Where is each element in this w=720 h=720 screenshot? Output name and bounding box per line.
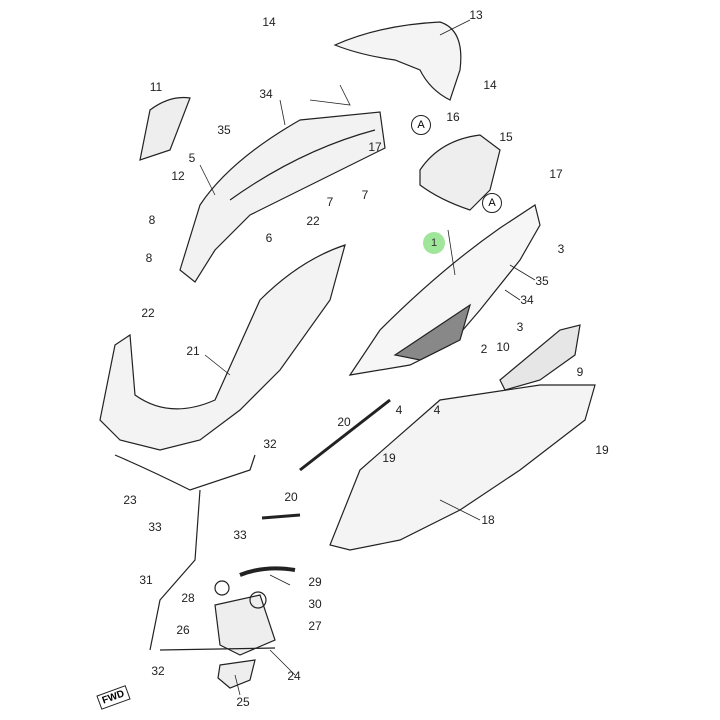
callout-27: 27: [308, 619, 322, 633]
callout-5: 5: [188, 151, 196, 165]
callout-22: 22: [141, 306, 155, 320]
part-15-cover: [419, 134, 501, 211]
callout-23: 23: [123, 493, 137, 507]
leader-lines: [199, 19, 536, 696]
callout-12: 12: [171, 169, 185, 183]
part-31-hose: [149, 489, 201, 651]
callout-4: 4: [433, 403, 441, 417]
part-24-reservoir: [214, 594, 276, 656]
part-29-hose: [239, 566, 296, 577]
highlighted-callout-1[interactable]: 1: [423, 232, 445, 254]
callout-21: 21: [186, 344, 200, 358]
callout-32: 32: [263, 437, 277, 451]
callout-17: 17: [549, 167, 563, 181]
callout-9: 9: [576, 365, 584, 379]
callout-33: 33: [148, 520, 162, 534]
callout-14: 14: [483, 78, 497, 92]
callout-26: 26: [176, 623, 190, 637]
reference-mark-a: A: [482, 193, 502, 213]
part-28-cap: [214, 580, 230, 596]
part-9-panel: [499, 324, 581, 391]
part-21-floor: [99, 244, 346, 451]
callout-7: 7: [361, 188, 369, 202]
callout-3: 3: [557, 242, 565, 256]
part-13-cover: [333, 21, 462, 101]
callout-4: 4: [395, 403, 403, 417]
callout-28: 28: [181, 591, 195, 605]
callout-2: 2: [480, 342, 488, 356]
part-25-cover: [217, 659, 256, 689]
callout-15: 15: [499, 130, 513, 144]
callout-6: 6: [265, 231, 273, 245]
callout-17: 17: [368, 140, 382, 154]
callout-24: 24: [287, 669, 301, 683]
callout-35: 35: [217, 123, 231, 137]
callout-22: 22: [306, 214, 320, 228]
callout-19: 19: [382, 451, 396, 465]
callout-35: 35: [535, 274, 549, 288]
callout-34: 34: [520, 293, 534, 307]
part-18-lower-cover: [329, 384, 596, 551]
callout-19: 19: [595, 443, 609, 457]
callout-8: 8: [148, 213, 156, 227]
callout-3: 3: [516, 320, 524, 334]
callout-10: 10: [496, 340, 510, 354]
reference-mark-a: A: [411, 115, 431, 135]
callout-14: 14: [262, 15, 276, 29]
part-11-panel: [139, 96, 191, 161]
callout-8: 8: [145, 251, 153, 265]
callout-25: 25: [236, 695, 250, 709]
part-20-strip: [299, 398, 391, 472]
callout-18: 18: [481, 513, 495, 527]
part-1-side-cover: [348, 204, 541, 376]
callout-32: 32: [151, 664, 165, 678]
callout-16: 16: [446, 110, 460, 124]
callout-13: 13: [469, 8, 483, 22]
part-30-clamp: [249, 591, 267, 609]
callout-20: 20: [284, 490, 298, 504]
callout-7: 7: [326, 195, 334, 209]
callout-34: 34: [259, 87, 273, 101]
callout-11: 11: [149, 80, 163, 94]
callout-20: 20: [337, 415, 351, 429]
callout-33: 33: [233, 528, 247, 542]
part-5-rail: [179, 111, 386, 283]
part-23-bar: [114, 454, 256, 491]
callout-31: 31: [139, 573, 153, 587]
callout-29: 29: [308, 575, 322, 589]
callout-30: 30: [308, 597, 322, 611]
